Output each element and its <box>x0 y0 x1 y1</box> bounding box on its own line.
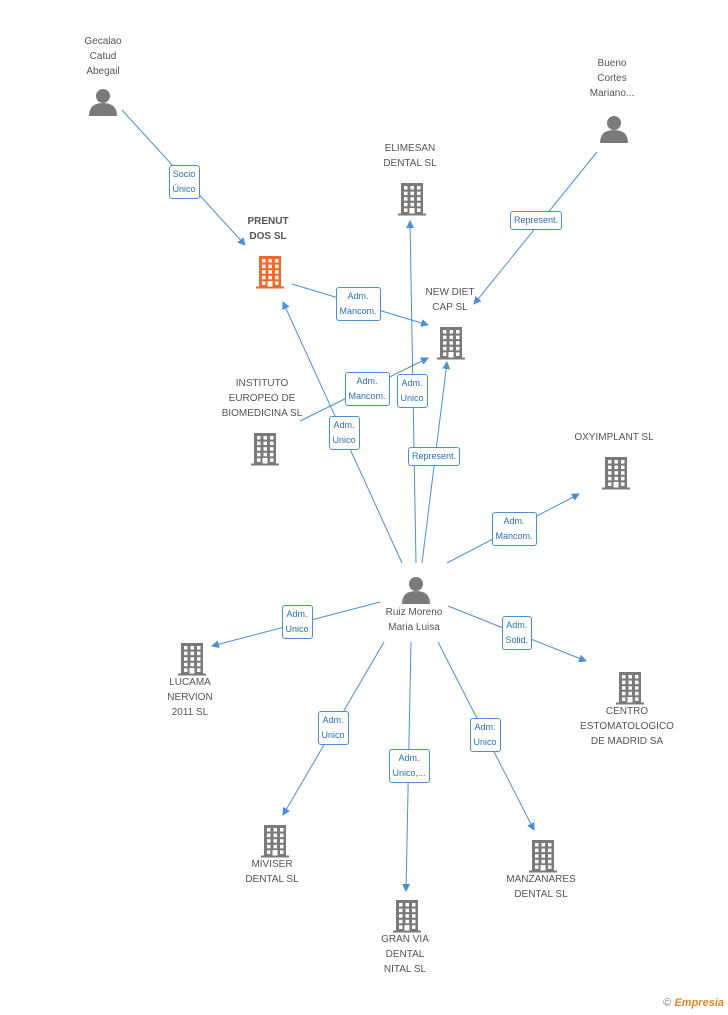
node-label-manzanares[interactable]: MANZANARES DENTAL SL <box>506 874 576 900</box>
person-icon-ruiz[interactable] <box>402 577 430 604</box>
node-label-bueno[interactable]: Bueno Cortes Mariano... <box>589 58 635 99</box>
building-icon-newdiet[interactable] <box>437 327 465 360</box>
edge-label-ruiz-newdiet[interactable]: Represent. <box>408 446 461 466</box>
building-icon-miviser[interactable] <box>261 825 289 858</box>
edge-label-bueno-newdiet[interactable]: Represent. <box>510 210 563 230</box>
node-label-ruiz[interactable]: Ruiz Moreno Maria Luisa <box>385 607 443 633</box>
node-label-miviser[interactable]: MIVISER DENTAL SL <box>245 859 299 885</box>
edge-label-ruiz-manzanares[interactable]: Adm. Unico <box>469 718 501 752</box>
person-icon-bueno[interactable] <box>600 116 628 143</box>
node-label-newdiet[interactable]: NEW DIET CAP SL <box>425 287 475 313</box>
building-icon-instituto[interactable] <box>251 433 279 466</box>
edge-label-instituto-newdiet[interactable]: Adm. Mancom. <box>344 372 390 406</box>
building-icon-prenut[interactable] <box>256 256 284 289</box>
node-label-oxyimplant[interactable]: OXYIMPLANT SL <box>574 432 654 443</box>
brand-logo[interactable]: Empresia <box>674 997 724 1009</box>
node-label-elimesan[interactable]: ELIMESAN DENTAL SL <box>383 143 437 169</box>
building-icon-elimesan[interactable] <box>398 183 426 216</box>
edge-label-prenut-newdiet[interactable]: Adm. Mancom. <box>335 287 381 321</box>
edge-label-ruiz-granvia[interactable]: Adm. Unico,... <box>388 749 430 783</box>
building-icon-manzanares[interactable] <box>529 840 557 873</box>
edge-label-ruiz-elimesan[interactable]: Adm. Unico <box>396 374 428 408</box>
edge-label-ruiz-oxyimplant[interactable]: Adm. Mancom. <box>491 512 537 546</box>
edge-label-gecalao-prenut[interactable]: Socio Único <box>168 165 200 199</box>
building-icon-granvia[interactable] <box>393 900 421 933</box>
building-icon-oxyimplant[interactable] <box>602 457 630 490</box>
node-label-centro[interactable]: CENTRO ESTOMATOLOGICO DE MADRID SA <box>580 706 674 747</box>
node-label-gecalao[interactable]: Gecalao Catud Abegail <box>84 36 122 77</box>
node-label-granvia[interactable]: GRAN VIA DENTAL NITAL SL <box>381 934 429 975</box>
edge-label-ruiz-lucama[interactable]: Adm. Unico <box>281 605 313 639</box>
edge-label-ruiz-miviser[interactable]: Adm. Unico <box>317 711 349 745</box>
edge-label-ruiz-prenut[interactable]: Adm. Unico <box>328 416 360 450</box>
person-icon-gecalao[interactable] <box>89 89 117 116</box>
edge-label-ruiz-centro[interactable]: Adm. Solid. <box>501 616 533 650</box>
building-icon-lucama[interactable] <box>178 643 206 676</box>
node-label-instituto[interactable]: INSTITUTO EUROPEO DE BIOMEDICINA SL <box>221 378 303 419</box>
building-icon-centro[interactable] <box>616 672 644 705</box>
copyright: © Empresia <box>663 997 724 1009</box>
node-label-prenut[interactable]: PRENUT DOS SL <box>247 216 289 242</box>
copyright-symbol: © <box>663 997 672 1009</box>
node-label-lucama[interactable]: LUCAMA NERVION 2011 SL <box>167 677 213 718</box>
